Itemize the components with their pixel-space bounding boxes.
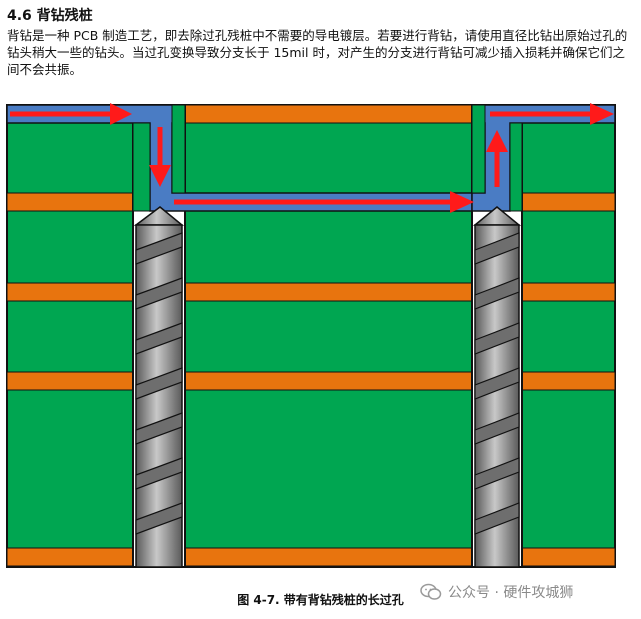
board-substrate xyxy=(6,104,616,568)
signal-path-arrows xyxy=(10,103,614,213)
watermark-text: 公众号 · 硬件攻城狮 xyxy=(448,585,574,601)
backdrill-bit-right xyxy=(472,206,522,568)
backdrill-bit-left xyxy=(133,206,185,568)
backdrill-diagram xyxy=(6,103,616,568)
backdrill-figure xyxy=(0,95,641,575)
figure-caption: 图 4-7. 带有背钻残桩的长过孔 xyxy=(237,593,404,607)
section-heading: 4.6 背钻残桩 xyxy=(7,8,93,24)
wechat-icon xyxy=(420,583,442,600)
via-barrel-strips xyxy=(132,104,523,212)
watermark: 公众号 · 硬件攻城狮 xyxy=(420,580,573,604)
section-paragraph: 背钻是一种 PCB 制造工艺，即去除过孔残桩中不需要的导电镀层。若要进行背钻，请… xyxy=(7,28,628,77)
